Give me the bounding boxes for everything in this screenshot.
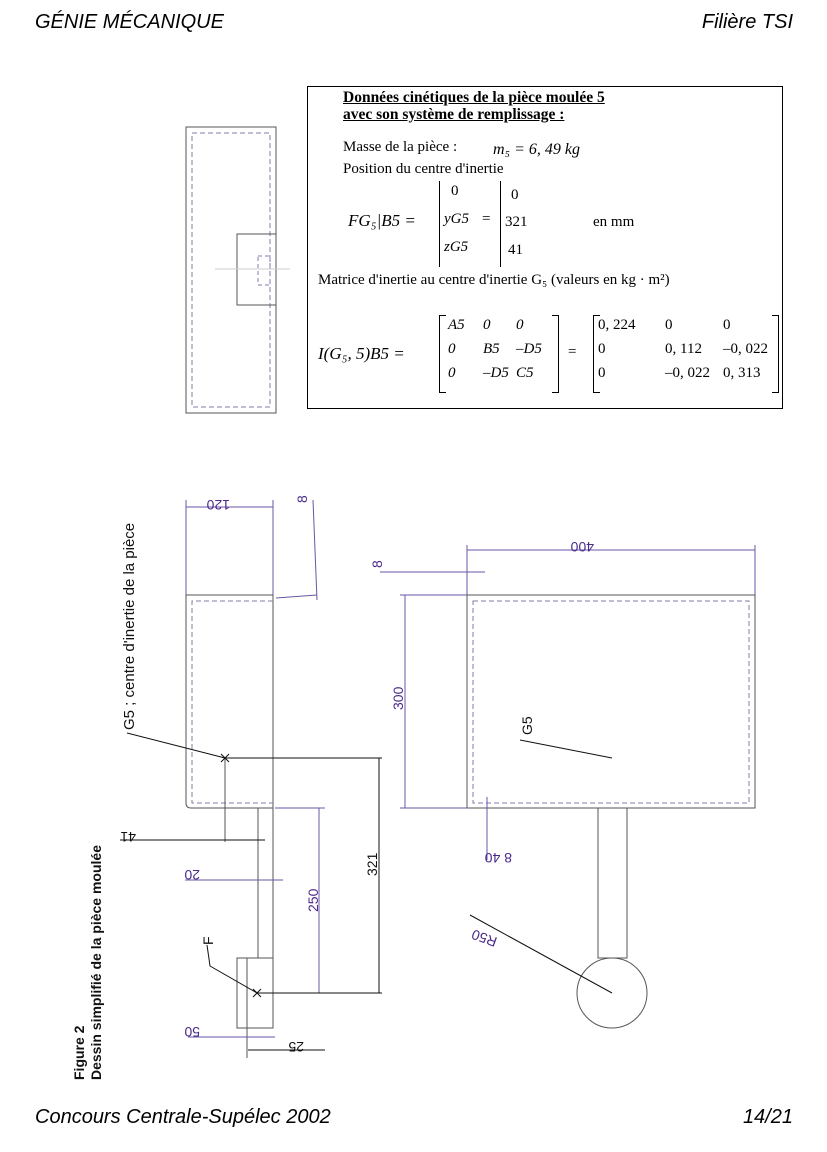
- val-y: 321: [505, 214, 528, 230]
- matrix-cell: C5: [516, 365, 534, 381]
- matrix-cell: 0: [448, 341, 456, 357]
- dim-41: 41: [120, 829, 136, 845]
- top-view-hidden: [191, 132, 271, 408]
- dim-20: 20: [184, 867, 200, 883]
- matrix-cell: 0, 313: [723, 365, 761, 381]
- sym-y: yG5: [444, 211, 469, 227]
- kinetic-data-box: Données cinétiques de la pièce moulée 5 …: [307, 86, 783, 409]
- mass-label: Masse de la pièce :: [343, 139, 458, 155]
- bar-left: [439, 181, 440, 267]
- dim-120: 120: [206, 497, 230, 513]
- matrix-cell: 0: [598, 341, 606, 357]
- bar-mid: [500, 181, 501, 267]
- top-view-outline: [185, 126, 277, 414]
- label-f: F: [200, 936, 216, 945]
- bracket: [552, 315, 559, 393]
- dim-8-right: 8: [369, 560, 385, 568]
- matrix-lhs: I(G₅, 5)B5 =: [318, 344, 405, 363]
- matrix-cell: 0, 112: [665, 341, 702, 357]
- g5-caption: G5 ; centre d'inertie de la pièce: [121, 523, 138, 730]
- dim-8-40: 8 40: [485, 850, 512, 866]
- matrix-cell: –D5: [516, 341, 542, 357]
- dimensions-purple: [185, 499, 756, 1038]
- bracket: [593, 315, 600, 393]
- dim-25: 25: [288, 1039, 304, 1055]
- dim-250: 250: [305, 888, 321, 912]
- footer-page: 14/21: [742, 1106, 793, 1128]
- matrix-cell: –0, 022: [665, 365, 710, 381]
- matrix-cell: 0: [723, 317, 731, 333]
- header-track: Filière TSI: [701, 11, 793, 33]
- position-label: Position du centre d'inertie: [343, 161, 504, 177]
- sym-z: zG5: [444, 239, 469, 255]
- label-g5: G5: [519, 716, 535, 735]
- unit-mm: en mm: [593, 214, 635, 230]
- dim-r50: R50: [469, 926, 499, 950]
- bracket: [772, 315, 779, 393]
- box-title-line2: avec son système de remplissage :: [343, 106, 565, 123]
- figure-number: Figure 2: [71, 1025, 87, 1080]
- box-title-line1: Données cinétiques de la pièce moulée 5: [343, 89, 605, 106]
- val-x: 0: [511, 187, 519, 203]
- side-view-outline: [185, 594, 274, 809]
- figure-title: Dessin simplifié de la pièce moulée: [88, 845, 104, 1080]
- dimensions-black: [120, 732, 613, 1051]
- sym-x: 0: [451, 183, 459, 199]
- matrix-cell: –0, 022: [723, 341, 768, 357]
- matrix-cell: 0: [598, 365, 606, 381]
- dim-321: 321: [364, 852, 380, 876]
- val-z: 41: [508, 242, 523, 258]
- matrix-label: Matrice d'inertie au centre d'inertie G₅…: [318, 272, 670, 288]
- bracket: [439, 315, 446, 393]
- matrix-cell: B5: [483, 341, 500, 357]
- matrix-cell: A5: [448, 317, 465, 333]
- matrix-cell: 0: [448, 365, 456, 381]
- matrix-cell: 0, 224: [598, 317, 636, 333]
- dim-50: 50: [184, 1024, 200, 1040]
- footer-contest: Concours Centrale-Supélec 2002: [35, 1106, 331, 1128]
- matrix-cell: 0: [665, 317, 673, 333]
- matrix-cell: –D5: [483, 365, 509, 381]
- mass-value: m₅ = 6, 49 kg: [493, 141, 581, 158]
- runner-circle: [576, 957, 648, 1029]
- header-subject: GÉNIE MÉCANIQUE: [35, 11, 224, 33]
- matrix-cell: 0: [483, 317, 491, 333]
- dim-8-top: 8: [294, 495, 310, 503]
- dim-400: 400: [570, 539, 594, 555]
- dim-300: 300: [390, 686, 406, 710]
- front-view-outline: [466, 594, 756, 809]
- matrix-cell: 0: [516, 317, 524, 333]
- vector-fg5: FG₅|B5 =: [348, 211, 416, 230]
